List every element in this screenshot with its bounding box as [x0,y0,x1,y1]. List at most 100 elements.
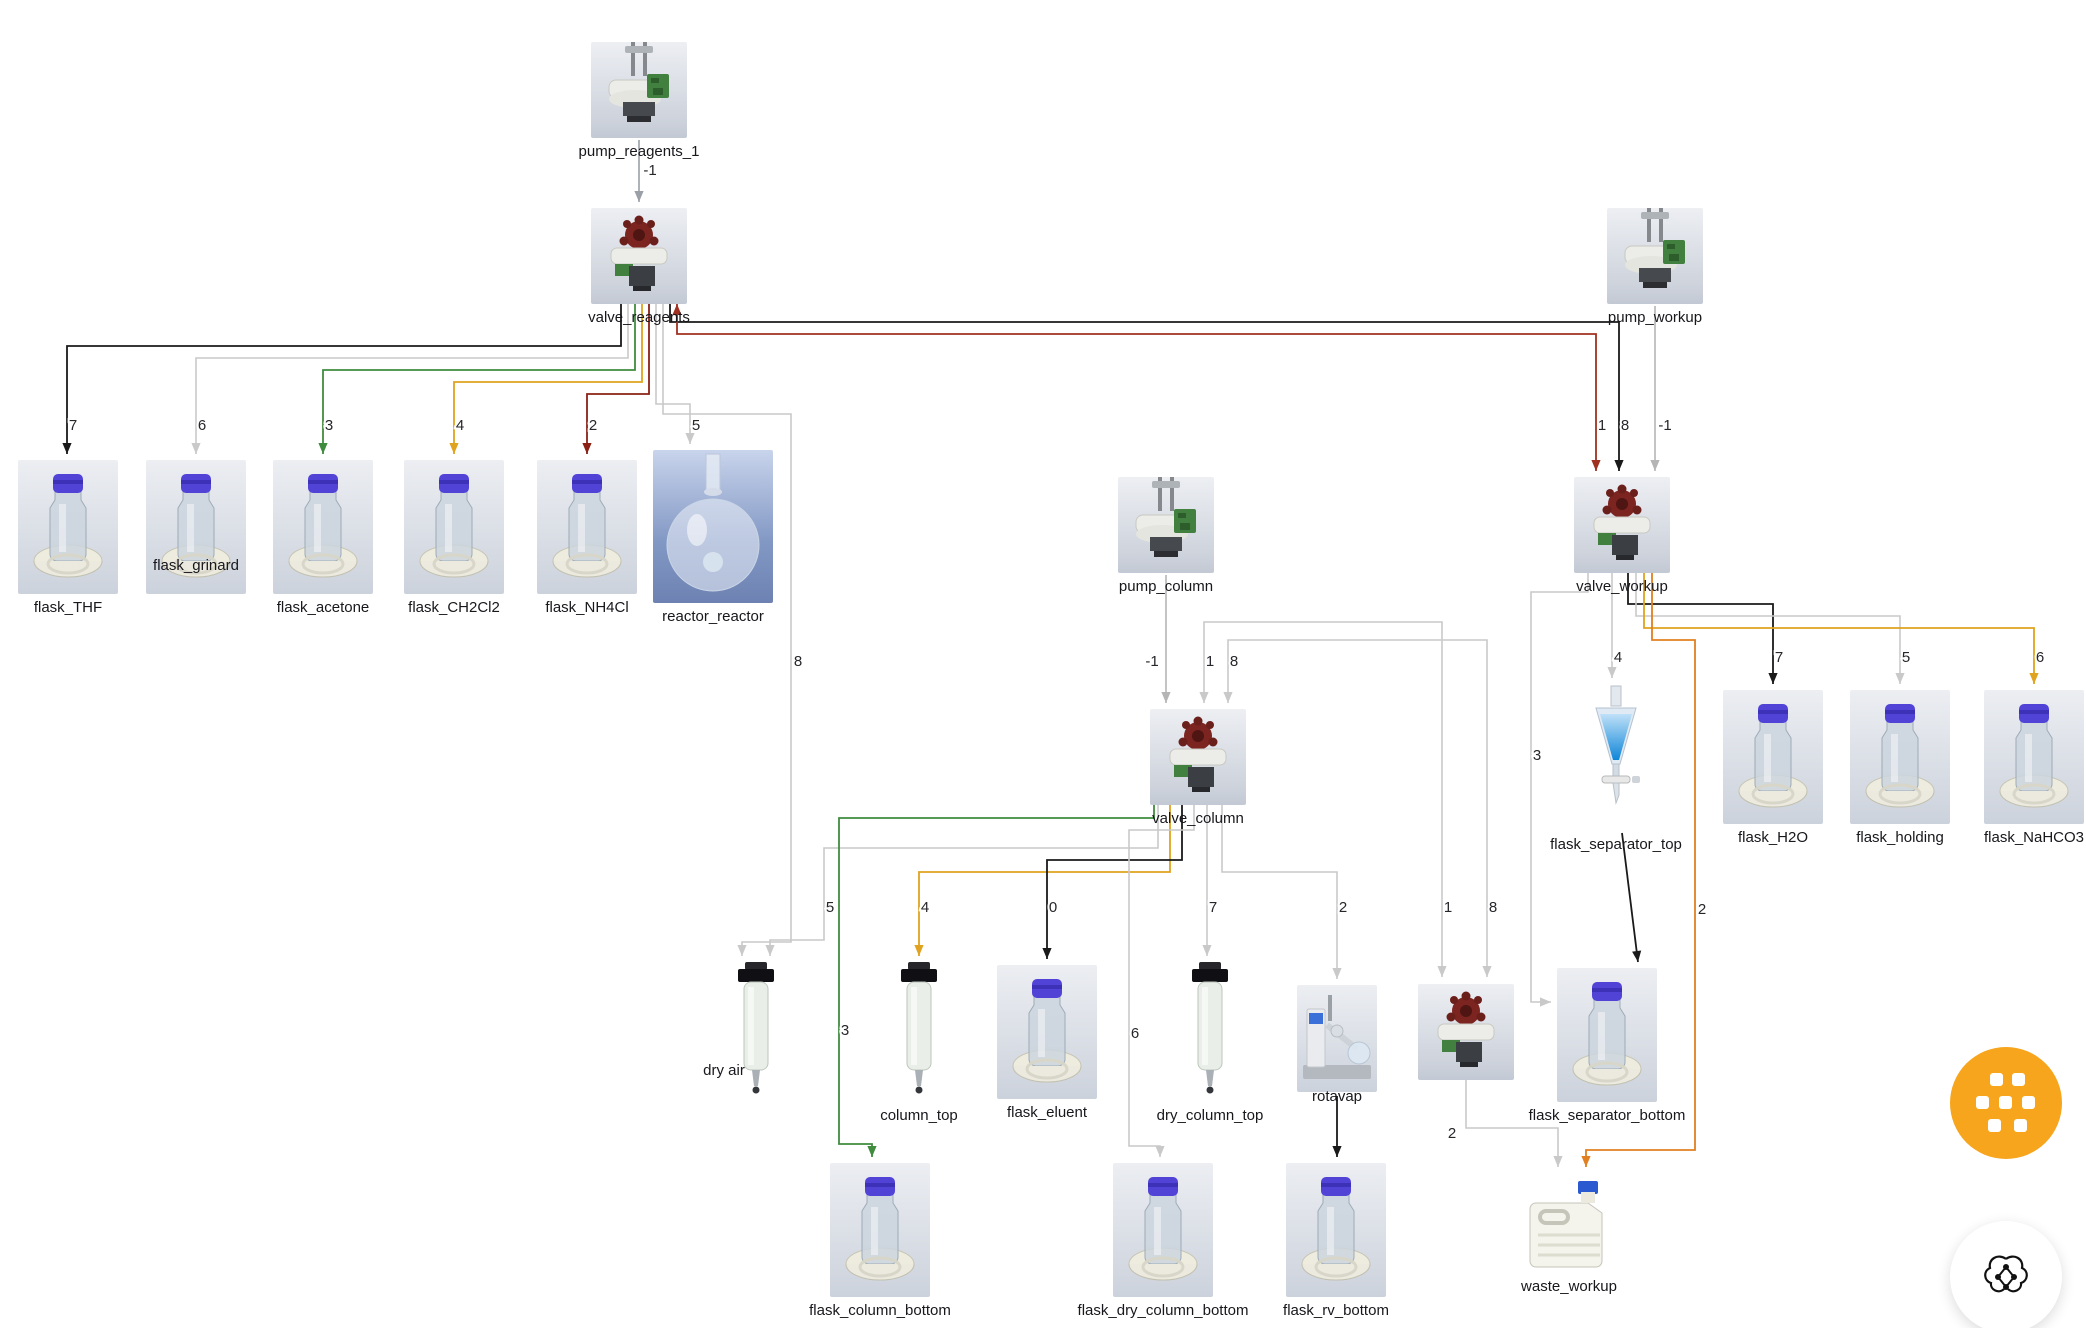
edge-valve_workup-flask_separator_bottom [1530,573,1589,1003]
edge-label: 4 [921,899,929,916]
flask-icon [1012,979,1082,1083]
node-flask_grinard[interactable] [146,460,246,594]
node-label-valve_reagents: valve_reagents [588,308,690,326]
edge-valve_column-rotavap [1221,805,1338,979]
edge-arrowhead [1199,692,1209,703]
edge-arrowhead [449,443,459,454]
node-label-flask_THF: flask_THF [33,598,103,616]
node-label-flask_dry_column_bottom: flask_dry_column_bottom [1077,1301,1249,1319]
edge-label: -1 [1145,653,1158,670]
edge-label: -1 [643,162,656,179]
node-valve_column[interactable] [1150,709,1246,805]
node-label-flask_NaHCO3: flask_NaHCO3 [1983,828,2085,846]
node-reactor_reactor[interactable] [653,450,773,603]
node-flask_H2O[interactable] [1723,690,1823,824]
edge-valve_reagents-dry_air [662,304,792,956]
edge-valve_workup-flask_H2O [1627,573,1774,684]
edge-label: 8 [1621,417,1629,434]
node-flask_NH4Cl[interactable] [537,460,637,594]
edge-arrowhead [737,945,747,956]
node-pump_column[interactable] [1118,477,1214,573]
node-dry_air[interactable] [729,962,783,1102]
edge-label: 7 [1775,649,1783,666]
node-flask_dry_column_bottom[interactable] [1113,1163,1213,1297]
pump-icon [1135,477,1196,557]
ai-fab-button[interactable] [1950,1221,2062,1328]
edge-valve_reagents-flask_CH2Cl2 [453,304,643,454]
edge-arrowhead [634,191,644,202]
node-pump_workup[interactable] [1607,208,1703,304]
node-flask_holding[interactable] [1850,690,1950,824]
edge-label: 2 [589,417,597,434]
edge-valve_reagents-valve_workup [669,304,1620,471]
node-label-flask_rv_bottom: flask_rv_bottom [1283,1301,1389,1319]
node-flask_rv_bottom[interactable] [1286,1163,1386,1297]
edge-valve_reagents-flask_grinard [195,304,629,454]
node-pump_reagents_1[interactable] [591,42,687,138]
node-flask_NaHCO3[interactable] [1984,690,2084,824]
edge-label: 1 [1444,899,1452,916]
flask-icon [1572,982,1642,1086]
flask-icon [1738,704,1808,808]
pump-icon [1624,208,1685,288]
flask-icon [552,474,622,578]
edge-arrowhead [1632,950,1642,962]
edge-label: 8 [1230,653,1238,670]
node-column_top[interactable] [892,962,946,1102]
node-flask_separator_bottom[interactable] [1557,968,1657,1102]
flask-icon [33,474,103,578]
node-valve_2[interactable] [1418,984,1514,1080]
edge-arrowhead [62,443,72,454]
node-label-flask_separator_bottom: flask_separator_bottom [1528,1106,1686,1124]
edge-arrowhead [1042,948,1052,959]
edge-valve_column-valve_2 [1227,639,1488,977]
node-flask_eluent[interactable] [997,965,1097,1099]
edge-valve_reagents-flask_THF [66,304,622,454]
node-flask_CH2Cl2[interactable] [404,460,504,594]
edge-arrowhead [1553,1156,1563,1167]
node-flask_separator_top[interactable] [1576,684,1656,831]
edge-arrowhead [914,945,924,956]
node-label-valve_workup: valve_workup [1576,577,1668,595]
node-flask_acetone[interactable] [273,460,373,594]
node-label-flask_CH2Cl2: flask_CH2Cl2 [408,598,500,616]
edge-arrowhead [1332,1146,1342,1157]
node-valve_workup[interactable] [1574,477,1670,573]
edge-label: 5 [826,899,834,916]
node-label-reactor_reactor: reactor_reactor [662,607,764,625]
node-label-waste_workup: waste_workup [1521,1277,1617,1295]
edge-arrowhead [1155,1146,1165,1157]
edge-arrowhead [1202,945,1212,956]
edge-label: 3 [841,1022,849,1039]
edge-label: 4 [1614,649,1622,666]
valve-icon [610,215,668,291]
node-label-dry_air: dry air [703,1061,745,1079]
node-valve_reagents[interactable] [591,208,687,304]
node-flask_THF[interactable] [18,460,118,594]
waste-canister-icon [1529,1181,1603,1268]
node-label-pump_reagents_1: pump_reagents_1 [578,142,700,160]
node-label-flask_holding: flask_holding [1856,828,1944,846]
edge-label: 0 [1049,899,1057,916]
node-waste_workup[interactable] [1522,1173,1616,1273]
node-dry_column_top[interactable] [1183,962,1237,1102]
pump-icon [608,42,669,122]
node-label-flask_grinard: flask_grinard [153,556,239,574]
node-flask_column_bottom[interactable] [830,1163,930,1297]
edge-label: 1 [1598,417,1606,434]
node-label-pump_column: pump_column [1118,577,1214,595]
edge-arrowhead [582,443,592,454]
edge-valve_column-dry_air [769,805,1159,956]
node-rotavap[interactable] [1297,985,1377,1092]
edge-label: -1 [1658,417,1671,434]
edge-arrowhead [318,443,328,454]
edge-valve_reagents-reactor_reactor [655,304,691,444]
brain-icon [1984,1255,2028,1293]
apps-fab-button[interactable] [1950,1047,2062,1159]
edge-label: 5 [692,417,700,434]
edge-label: 5 [1902,649,1910,666]
edge-arrowhead [1437,966,1447,977]
node-label-flask_separator_top: flask_separator_top [1550,835,1682,853]
